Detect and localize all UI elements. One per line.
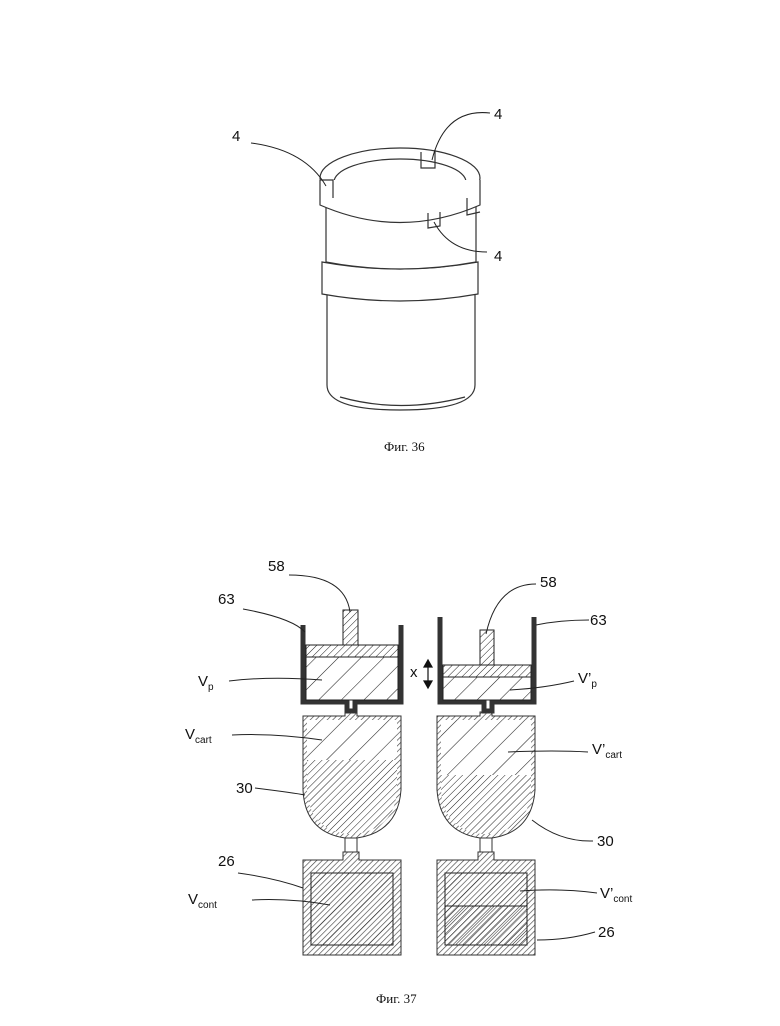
fig37-right-label-vcart: V’cart xyxy=(592,741,622,761)
fig37-right-assembly xyxy=(437,617,535,955)
fig37-left-label-vcont: Vcont xyxy=(188,891,217,911)
fig37-right-label-63: 63 xyxy=(590,612,607,629)
fig37-caption: Фиг. 37 xyxy=(376,991,417,1006)
fig37-left-label-26: 26 xyxy=(218,853,235,870)
fig37-right-label-58: 58 xyxy=(540,574,557,591)
vp-sub: p xyxy=(208,682,214,693)
fig36-label-4-right: 4 xyxy=(494,248,502,265)
displacement-arrow xyxy=(424,660,432,688)
fig37-right-label-30: 30 xyxy=(597,833,614,850)
fig37-leader-lines xyxy=(229,575,597,940)
vcart-main: V xyxy=(185,726,195,743)
fig36-drawing xyxy=(320,148,480,410)
vcartr-main: V’ xyxy=(592,741,605,758)
fig36-label-4-left: 4 xyxy=(232,128,240,145)
vcontr-main: V’ xyxy=(600,885,613,902)
fig37-label-x: x xyxy=(410,664,418,681)
fig37-right-label-vcont: V’cont xyxy=(600,885,632,905)
fig37-left-label-vp: Vp xyxy=(198,673,214,693)
fig36-label-4-top: 4 xyxy=(494,106,502,123)
fig37-left-label-63: 63 xyxy=(218,591,235,608)
fig37-left-label-vcart: Vcart xyxy=(185,726,212,746)
vpr-sub: p xyxy=(591,679,597,690)
vpr-main: V’ xyxy=(578,670,591,687)
vp-main: V xyxy=(198,673,208,690)
fig37-right-label-26: 26 xyxy=(598,924,615,941)
fig37-right-label-vp: V’p xyxy=(578,670,597,690)
fig37-left-label-58: 58 xyxy=(268,558,285,575)
vcart-sub: cart xyxy=(195,735,212,746)
fig36-caption: Фиг. 36 xyxy=(384,439,425,454)
vcontr-sub: cont xyxy=(613,894,632,905)
vcont-sub: cont xyxy=(198,900,217,911)
fig37-left-label-30: 30 xyxy=(236,780,253,797)
vcartr-sub: cart xyxy=(605,750,622,761)
vcont-main: V xyxy=(188,891,198,908)
